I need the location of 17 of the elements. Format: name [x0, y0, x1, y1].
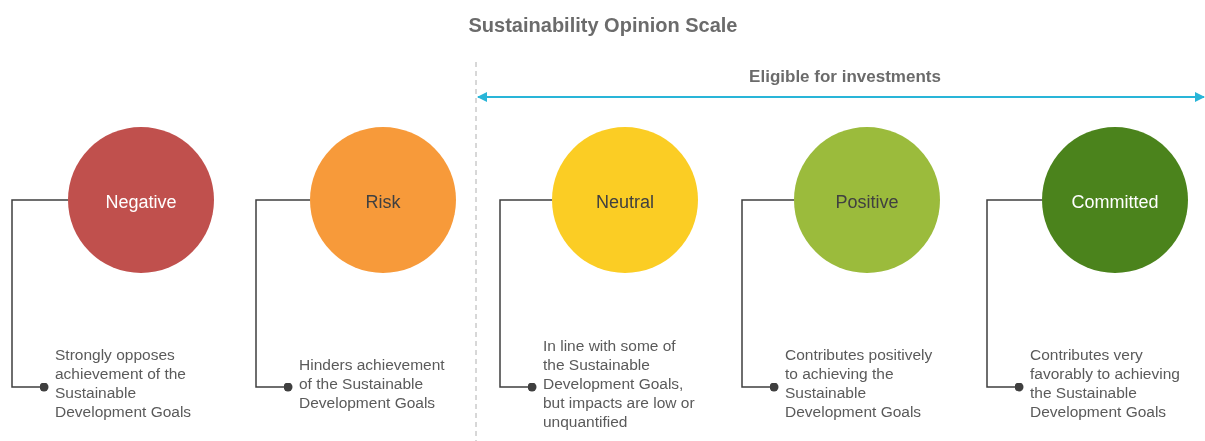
rating-label: Negative — [105, 191, 177, 214]
rating-label: Committed — [1071, 191, 1159, 214]
description-text: Contributes positively to achieving the Sustainable Development Goals — [784, 345, 934, 421]
leader-line — [11, 199, 69, 392]
description-text: Contributes very favorably to achieving the Sustainable Development Goals — [1029, 345, 1181, 421]
leader-line — [741, 199, 795, 392]
description-text: Strongly opposes achievement of the Sustainable Development Goals — [54, 345, 193, 421]
leader-line — [255, 199, 311, 392]
leader-line — [986, 199, 1043, 392]
description-text: In line with some of the Sustainable Development Goals, but impacts are low or unquantified — [542, 335, 696, 431]
rating-label: Positive — [835, 191, 899, 214]
range-label: Eligible for investments — [749, 66, 941, 88]
description-text: Hinders achievement of the Sustainable Development Goals — [298, 354, 446, 412]
rating-label: Neutral — [596, 191, 654, 214]
leader-line — [499, 199, 553, 392]
diagram-title: Sustainability Opinion Scale — [468, 13, 738, 38]
rating-label: Risk — [365, 191, 401, 214]
